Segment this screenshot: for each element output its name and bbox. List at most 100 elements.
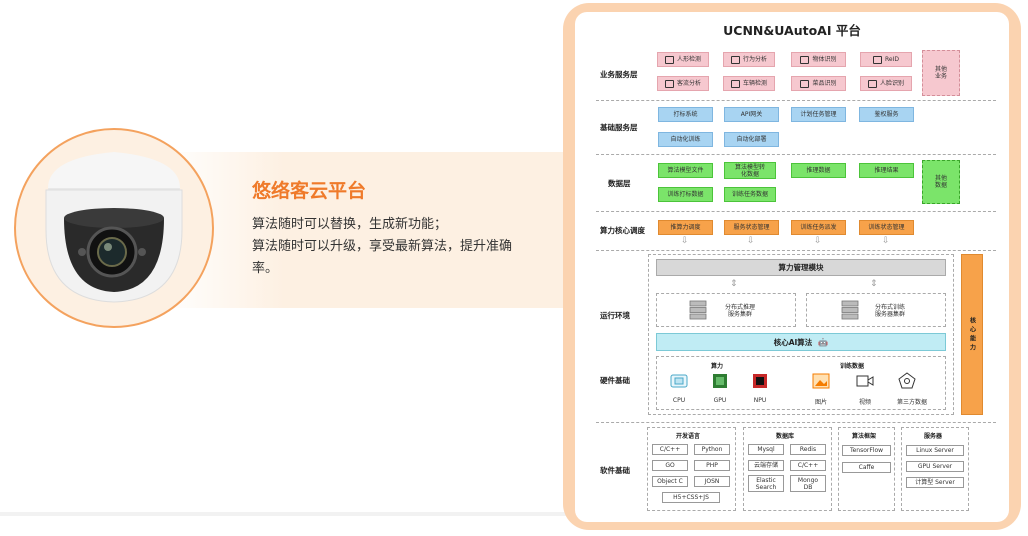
business-box: 人脸识别 — [860, 76, 912, 91]
data-box: 推理结果 — [859, 163, 914, 178]
down-arrow-icon: ⇩ — [681, 236, 689, 246]
hardware-train-title: 训练数据 — [840, 363, 865, 370]
layer-divider — [596, 422, 996, 423]
business-label: 行为分析 — [742, 56, 767, 63]
hardware-box — [656, 356, 946, 410]
object-icon — [800, 55, 810, 64]
base-box: 打标系统 — [658, 107, 713, 122]
data-box: 训练打标数据 — [658, 187, 713, 202]
camera-image — [14, 128, 214, 328]
business-box: ReID — [860, 52, 912, 67]
software-item: Mongo DB — [790, 475, 826, 492]
business-label: 物体识别 — [812, 56, 837, 63]
platform-title: UCNN&UAutoAI 平台 — [723, 23, 861, 38]
server-icon — [689, 300, 707, 320]
promo-line: 算法随时可以升级，享受最新算法，提升准确 — [252, 239, 513, 254]
base-box: 鉴权服务 — [859, 107, 914, 122]
hardware-label: NPU — [753, 397, 767, 404]
software-item: Elastic Search — [748, 475, 784, 492]
business-label: 人形检测 — [676, 56, 701, 63]
layer-label-compute: 算力核心调度 — [600, 226, 645, 235]
software-item: C/C++ — [790, 460, 826, 471]
compute-box: 训练状态管理 — [859, 220, 914, 235]
cpu-icon — [670, 374, 688, 388]
inference-cluster-box — [656, 293, 796, 327]
down-arrow-icon: ⇩ — [747, 236, 755, 246]
divider-line — [0, 512, 575, 516]
hardware-compute-title: 算力 — [711, 363, 724, 370]
business-box: 菜品识别 — [791, 76, 846, 91]
core-ai-box: 核心AI算法 🤖 — [656, 333, 946, 351]
business-box: 人形检测 — [657, 52, 709, 67]
compute-manager-box: 算力管理模块 — [656, 259, 946, 276]
software-item: PHP — [694, 460, 730, 471]
software-item: TensorFlow — [842, 445, 891, 456]
data-box: 推理数据 — [791, 163, 846, 178]
compute-box: 服务状态管理 — [724, 220, 779, 235]
promo-description: 算法随时可以替换，生成新功能； 算法随时可以升级，享受最新算法，提升准确 率。 — [252, 214, 552, 280]
business-label: 车辆检测 — [742, 80, 767, 87]
hardware-label: GPU — [713, 397, 727, 404]
behavior-icon — [730, 55, 740, 64]
updown-arrow-icon: ⇕ — [870, 279, 878, 289]
hardware-label: 视频 — [858, 399, 871, 406]
core-ability-bar: 核心能力 — [961, 254, 983, 415]
dome-camera-icon — [45, 152, 183, 303]
base-box: 自动化训练 — [658, 132, 713, 147]
business-label: ReID — [885, 56, 899, 63]
software-item: GO — [652, 460, 688, 471]
reid-icon — [873, 55, 882, 64]
business-other-box: 其他 业务 — [922, 50, 960, 96]
software-group-title: 数据库 — [776, 433, 795, 440]
software-item: Linux Server — [906, 445, 964, 456]
updown-arrow-icon: ⇕ — [730, 279, 738, 289]
software-item: Mysql — [748, 444, 784, 455]
software-group-title: 服务器 — [924, 433, 943, 440]
promo-line: 算法随时可以替换，生成新功能； — [252, 217, 448, 232]
layer-divider — [596, 154, 996, 155]
software-item: Python — [694, 444, 730, 455]
business-box: 行为分析 — [723, 52, 775, 67]
npu-icon — [753, 374, 767, 388]
layer-divider — [596, 100, 996, 101]
crowd-icon — [664, 79, 674, 88]
hardware-label: 第三方数据 — [896, 399, 927, 406]
hardware-label: 图片 — [814, 399, 827, 406]
compute-box: 训练任务派发 — [791, 220, 846, 235]
training-cluster-box — [806, 293, 946, 327]
video-icon — [856, 375, 874, 387]
data-box: 训练任务数据 — [724, 187, 776, 202]
base-box: 计划任务管理 — [791, 107, 846, 122]
business-box: 物体识别 — [791, 52, 846, 67]
server-icon — [841, 300, 859, 320]
software-group-title: 开发语言 — [676, 433, 701, 440]
promo-title: 悠络客云平台 — [252, 180, 367, 202]
person-detect-icon — [664, 55, 674, 64]
robot-icon: 🤖 — [818, 337, 829, 347]
business-label: 客流分析 — [676, 80, 701, 87]
inference-cluster-label: 分布式推理 服务集群 — [724, 304, 755, 318]
business-label: 人脸识别 — [879, 80, 904, 87]
software-group-title: 算法框架 — [852, 433, 877, 440]
layer-label-hardware: 硬件基础 — [600, 376, 630, 385]
promo-line: 率。 — [252, 261, 279, 276]
business-box: 客流分析 — [657, 76, 709, 91]
software-item: GPU Server — [906, 461, 964, 472]
third-party-data-icon — [898, 372, 916, 389]
base-box: API网关 — [724, 107, 779, 122]
hardware-label: CPU — [672, 397, 686, 404]
layer-label-data: 数据层 — [608, 179, 631, 188]
car-icon — [730, 79, 740, 88]
promo-band — [160, 152, 575, 308]
core-ai-label: 核心AI算法 — [773, 337, 813, 347]
software-item: Redis — [790, 444, 826, 455]
layer-label-base: 基础服务层 — [600, 123, 638, 132]
software-item: JOSN — [694, 476, 730, 487]
data-box: 算法模型文件 — [658, 163, 713, 178]
data-box: 算法模型转 化数据 — [724, 162, 776, 179]
layer-label-business: 业务服务层 — [600, 70, 638, 79]
software-item: H5+CSS+JS — [662, 492, 720, 503]
compute-box: 推算力调度 — [658, 220, 713, 235]
layer-divider — [596, 250, 996, 251]
